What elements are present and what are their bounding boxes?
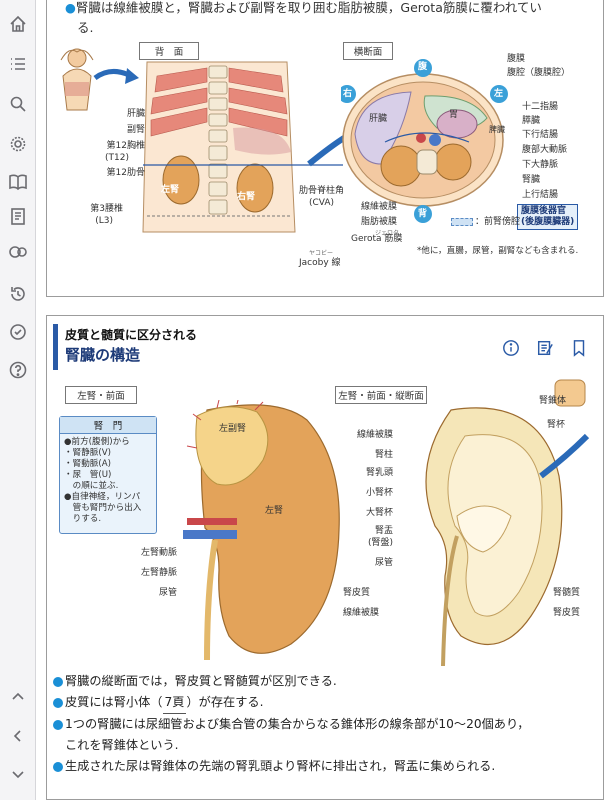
section-subtitle: 皮質と髄質に区分される <box>65 328 198 342</box>
help-icon[interactable] <box>6 358 30 382</box>
notes-list: 腎臓の縦断面では，腎皮質と腎髄質が区別できる. 皮質には腎小体（7頁）が存在する… <box>53 671 598 777</box>
dictionary-icon[interactable] <box>6 240 30 264</box>
section-title: 腎臓の構造 <box>65 346 141 364</box>
history-icon[interactable] <box>6 282 30 306</box>
kidney-location-card: ●腎臓は線維被膜と，腎臓および副腎を取り囲む脂肪被膜，Gerota筋膜に覆われて… <box>46 0 604 297</box>
fig-cross-label: 横断面 <box>343 42 393 60</box>
cross-section-illustration <box>341 59 508 223</box>
fig-right-label: 左腎・前面・縦断面 <box>335 386 427 404</box>
fig-back-label: 背 面 <box>139 42 199 60</box>
pararenal-swatch <box>451 218 473 226</box>
note-item: 皮質には腎小体（7頁）が存在する. <box>53 692 598 714</box>
retroperitoneal-box: 腹膜後器官 (後腹膜臓器) <box>517 204 579 230</box>
search-icon[interactable] <box>6 92 30 116</box>
intro-text: ●腎臓は線維被膜と，腎臓および副腎を取り囲む脂肪被膜，Gerota筋膜に覆われて… <box>65 0 542 35</box>
left-kidney-illustration <box>183 400 340 661</box>
notes-icon[interactable] <box>6 204 30 228</box>
home-icon[interactable] <box>6 12 30 36</box>
note-item: 1つの腎臓には尿細管および集合管の集合からなる錐体形の線条部が10〜20個あり， <box>53 714 598 735</box>
fig-left-label: 左腎・前面 <box>65 386 137 404</box>
note-item: 腎臓の縦断面では，腎皮質と腎髄質が区別できる. <box>53 671 598 692</box>
hilum-box: 腎 門 ●前方(腹側)から ・腎静脈(V) ・腎動脈(A) ・尿 管(U) の順… <box>59 416 157 534</box>
page-content: ●腎臓は線維被膜と，腎臓および副腎を取り囲む脂肪被膜，Gerota筋膜に覆われて… <box>36 0 613 800</box>
back-view-illustration <box>60 48 347 233</box>
sync-icon[interactable] <box>6 320 30 344</box>
side-toolbar <box>0 0 36 800</box>
note-item-continued: これを腎錐体という. <box>65 738 179 752</box>
down-arrow-icon[interactable] <box>6 762 30 786</box>
page-link[interactable]: 7頁 <box>162 692 187 714</box>
kidney-structure-card: 皮質と髄質に区分される 腎臓の構造 左腎・前面 腎 門 <box>46 315 604 800</box>
toc-icon[interactable] <box>6 52 30 76</box>
info-icon[interactable] <box>501 338 521 358</box>
gear-icon[interactable] <box>6 132 30 156</box>
book-icon[interactable] <box>6 170 30 194</box>
up-arrow-icon[interactable] <box>6 684 30 708</box>
section-accent-bar <box>53 324 58 370</box>
back-arrow-icon[interactable] <box>6 724 30 748</box>
note-item: 生成された尿は腎錐体の先端の腎乳頭より腎杯に排出され，腎盂に集められる. <box>53 756 598 777</box>
section-actions <box>501 338 589 358</box>
bookmark-icon[interactable] <box>569 338 589 358</box>
memo-icon[interactable] <box>535 338 555 358</box>
kidney-section-illustration <box>425 379 590 667</box>
